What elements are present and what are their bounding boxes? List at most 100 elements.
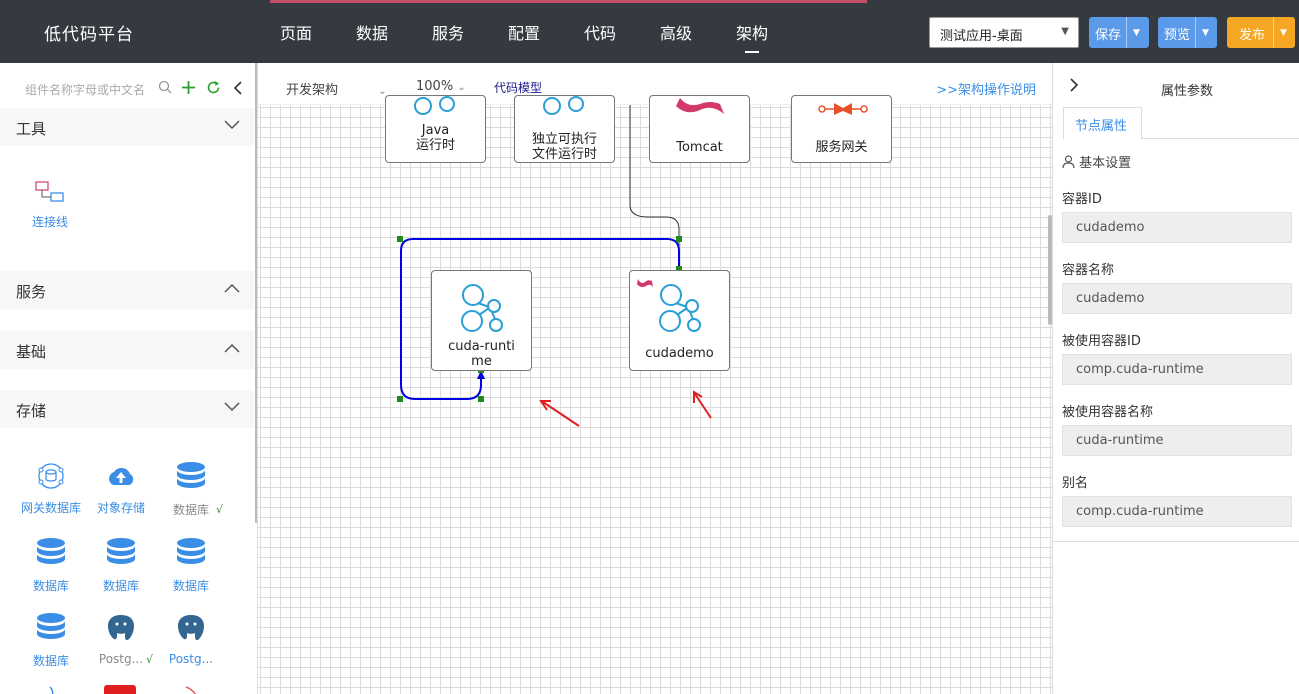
component-search-input[interactable]: 组件名称字母或中文名 bbox=[25, 83, 146, 97]
component-database[interactable]: 数据库 bbox=[156, 537, 226, 594]
component-label: 数据库 bbox=[172, 503, 209, 517]
component-label: 对象存储 bbox=[96, 501, 145, 515]
app-logo: 低代码平台 bbox=[44, 25, 134, 45]
chevron-up-icon bbox=[224, 283, 240, 293]
chevron-down-icon: ⌄ bbox=[457, 82, 466, 93]
component-postgresql[interactable]: Postg... bbox=[86, 612, 156, 666]
nav-architecture[interactable]: 架构 bbox=[714, 20, 790, 53]
field-label-used-container-name: 被使用容器名称 bbox=[1062, 405, 1154, 420]
connector-icon bbox=[35, 181, 64, 202]
component-postgresql[interactable]: Postg... bbox=[156, 612, 226, 666]
tab-divider bbox=[1142, 138, 1299, 139]
left-scrollbar[interactable] bbox=[255, 63, 257, 523]
component-label: 数据库 bbox=[102, 579, 139, 593]
preview-dropdown-icon[interactable]: ▼ bbox=[1195, 17, 1215, 48]
node-service-gateway[interactable]: 服务网关 bbox=[791, 95, 892, 163]
top-accent-line bbox=[270, 0, 867, 3]
top-bar: 低代码平台 页面 数据 服务 配置 代码 高级 架构 测试应用-桌面 ▼ 保存 … bbox=[0, 0, 1299, 63]
node-label: 运行时 bbox=[415, 138, 455, 153]
nav-config[interactable]: 配置 bbox=[507, 24, 540, 43]
connection-layer bbox=[397, 105, 712, 427]
tab-node-properties[interactable]: 节点属性 bbox=[1063, 107, 1142, 139]
runtime-icon bbox=[414, 96, 455, 115]
section-storage[interactable]: 存储 bbox=[0, 390, 254, 428]
preview-button-group: 预览 ▼ bbox=[1158, 17, 1217, 48]
field-used-container-name[interactable]: cuda-runtime bbox=[1062, 425, 1292, 456]
arch-select-value: 开发架构 bbox=[286, 83, 339, 98]
main-nav: 页面 数据 服务 配置 代码 高级 架构 bbox=[258, 20, 790, 53]
nav-data[interactable]: 数据 bbox=[355, 24, 388, 43]
connector-arrowhead bbox=[477, 370, 485, 379]
chevron-down-icon: ⌄ bbox=[378, 86, 387, 97]
database-icon bbox=[177, 462, 205, 488]
arch-select[interactable]: 开发架构 ⌄ bbox=[286, 79, 387, 98]
nav-service[interactable]: 服务 bbox=[431, 24, 464, 43]
save-button[interactable]: 保存 bbox=[1095, 28, 1122, 43]
nav-page[interactable]: 页面 bbox=[279, 24, 312, 43]
section-services[interactable]: 服务 bbox=[0, 271, 254, 309]
node-label: cudademo bbox=[645, 346, 714, 361]
component-gateway-db[interactable]: 网关数据库 bbox=[16, 461, 86, 516]
app-select[interactable]: 测试应用-桌面 ▼ bbox=[929, 17, 1079, 48]
chevron-right-icon[interactable] bbox=[1069, 78, 1079, 92]
connector-handle bbox=[676, 266, 682, 272]
architecture-canvas[interactable]: Java 运行时 独立可执行 文件运行时 Tomcat bbox=[258, 95, 1052, 694]
zoom-select[interactable]: 100% ⌄ bbox=[416, 79, 466, 94]
tool-connector-label: 连接线 bbox=[31, 215, 68, 229]
chevron-down-icon bbox=[224, 120, 240, 130]
basic-settings-heading: 基本设置 bbox=[1062, 152, 1131, 171]
partial-redis-icon bbox=[104, 685, 136, 694]
cluster-icon bbox=[659, 284, 701, 332]
field-alias[interactable]: comp.cuda-runtime bbox=[1062, 496, 1292, 527]
check-mark: √ bbox=[146, 653, 154, 666]
node-exec-runtime[interactable]: 独立可执行 文件运行时 bbox=[514, 95, 615, 163]
field-label-alias: 别名 bbox=[1062, 476, 1089, 491]
section-basic[interactable]: 基础 bbox=[0, 331, 254, 369]
field-used-container-id[interactable]: comp.cuda-runtime bbox=[1062, 354, 1292, 385]
section-tools[interactable]: 工具 bbox=[0, 108, 254, 146]
arch-help-link[interactable]: >>架构操作说明 bbox=[936, 83, 1036, 98]
add-icon[interactable] bbox=[181, 80, 196, 95]
component-label: 数据库 bbox=[32, 579, 69, 593]
component-database[interactable]: 数据库 bbox=[156, 461, 226, 518]
tool-connector[interactable]: 连接线 bbox=[28, 181, 72, 230]
collapse-left-icon[interactable] bbox=[233, 81, 243, 95]
node-cuda-runtime[interactable]: cuda-runti me bbox=[431, 270, 532, 371]
code-model-button[interactable]: 代码模型 bbox=[494, 81, 543, 95]
publish-dropdown-icon[interactable]: ▼ bbox=[1273, 17, 1293, 48]
component-label: 数据库 bbox=[172, 579, 209, 593]
annotation-arrowhead bbox=[539, 400, 551, 411]
node-label: 文件运行时 bbox=[531, 147, 597, 162]
field-container-name[interactable]: cudademo bbox=[1062, 283, 1292, 314]
field-container-id[interactable]: cudademo bbox=[1062, 212, 1292, 243]
gateway-db-icon bbox=[38, 463, 64, 489]
gateway-icon bbox=[818, 103, 868, 115]
field-label-used-container-id: 被使用容器ID bbox=[1062, 334, 1141, 349]
nav-advanced[interactable]: 高级 bbox=[659, 24, 692, 43]
node-java-runtime[interactable]: Java 运行时 bbox=[385, 95, 486, 163]
component-object-storage[interactable]: 对象存储 bbox=[86, 461, 156, 516]
section-basic-title: 基础 bbox=[16, 343, 47, 361]
partial-component-icon bbox=[49, 686, 54, 694]
component-database[interactable]: 数据库 bbox=[86, 537, 156, 594]
node-label: cuda-runti bbox=[448, 339, 515, 354]
component-database[interactable]: 数据库 bbox=[16, 612, 86, 669]
connector-tomcat-cudademo bbox=[629, 105, 680, 268]
annotation-arrow bbox=[542, 401, 580, 427]
preview-button[interactable]: 预览 bbox=[1164, 28, 1191, 43]
section-tools-title: 工具 bbox=[16, 120, 47, 138]
node-tomcat[interactable]: Tomcat bbox=[649, 95, 750, 163]
canvas-scrollbar[interactable] bbox=[1048, 215, 1052, 325]
publish-button[interactable]: 发布 bbox=[1239, 28, 1266, 43]
postgresql-icon bbox=[178, 615, 204, 641]
component-database[interactable]: 数据库 bbox=[16, 537, 86, 594]
search-icon[interactable] bbox=[158, 80, 172, 94]
nav-code[interactable]: 代码 bbox=[583, 24, 616, 43]
refresh-icon[interactable] bbox=[206, 80, 221, 95]
node-cudademo[interactable]: cudademo bbox=[629, 270, 730, 371]
annotation-arrowhead bbox=[693, 390, 703, 403]
field-label-container-id: 容器ID bbox=[1062, 192, 1102, 207]
database-icon bbox=[177, 538, 205, 564]
tomcat-badge-icon bbox=[637, 279, 653, 288]
save-dropdown-icon[interactable]: ▼ bbox=[1126, 17, 1146, 48]
